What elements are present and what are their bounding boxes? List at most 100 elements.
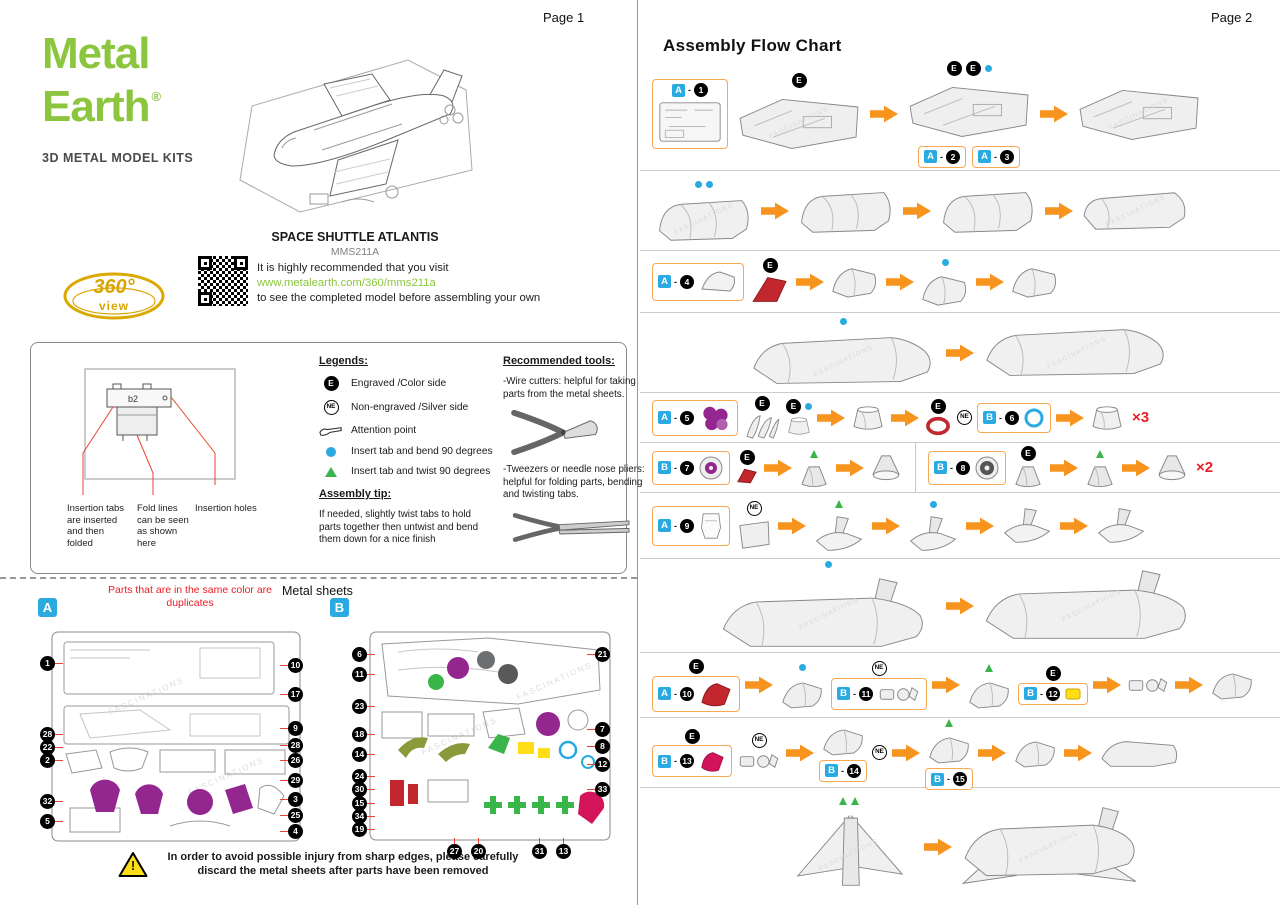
sub-badges: B-15	[925, 768, 973, 790]
part-badge-box: A-2	[918, 145, 966, 168]
safety-warning-text: In order to avoid possible injury from s…	[167, 851, 519, 877]
part-drawing-yellow	[1064, 687, 1082, 701]
view-label: view	[98, 299, 129, 313]
metal-sheets-heading: Metal sheets	[282, 584, 353, 598]
flow-arrow	[1093, 676, 1121, 694]
badge-dash: -	[674, 462, 677, 473]
part-b2-label: b2	[128, 394, 139, 404]
badged-part: A-9	[652, 505, 730, 546]
badge-dash: -	[999, 412, 1002, 423]
flow-part: FASCINATIONS	[979, 565, 1204, 647]
part-badge: B-14	[825, 763, 861, 778]
flow-part	[1011, 736, 1059, 770]
part-badge: A-10	[658, 686, 694, 701]
assembly-tip-title: Assembly tip:	[319, 488, 392, 500]
part-number: 3	[1000, 149, 1014, 164]
part-number: 6	[1005, 410, 1019, 425]
sheet-letter: B	[931, 772, 944, 786]
360-note-line1: It is highly recommended that you visit	[257, 262, 449, 274]
part-number-circle: 4	[280, 824, 303, 839]
part-number: 12	[1046, 686, 1060, 701]
part-number: 15	[953, 772, 967, 786]
part-number-circle: 2	[40, 753, 63, 768]
badge-dash: -	[674, 276, 677, 287]
flow-arrow	[978, 744, 1006, 762]
flow-part	[1126, 673, 1170, 697]
flow-arrow	[836, 459, 864, 477]
part-number-circle: 26	[280, 753, 303, 768]
part-badge: B-6	[983, 410, 1019, 425]
part-number-circle: 10	[280, 658, 303, 673]
qr-finder-icon	[198, 292, 212, 306]
flow-arrow	[764, 459, 792, 477]
part-number-circle: 11	[352, 667, 375, 682]
360-badge-ring	[63, 272, 165, 320]
part-drawing-engine	[1155, 453, 1189, 482]
flow-part	[1093, 505, 1149, 547]
part-number-circle: 22	[40, 740, 63, 755]
safety-warning: ! In order to avoid possible injury from…	[118, 850, 528, 878]
legend-column: Legends: E Engraved /Color side NE Non-e…	[319, 355, 493, 547]
part-drawing-graypart	[925, 732, 973, 766]
part-drawing-enginehalf	[1011, 463, 1045, 490]
badged-part: B-7	[652, 450, 730, 485]
flow-part: FASCINATIONS	[1078, 187, 1194, 235]
sheet-a-label: A	[38, 598, 57, 617]
non-engraved-marker: NE	[957, 410, 972, 425]
flow-arrow	[1045, 202, 1073, 220]
flow-arrow	[903, 202, 931, 220]
part-number-circle: 29	[280, 773, 303, 788]
flow-part	[1089, 404, 1125, 432]
row-divider	[915, 443, 916, 492]
bend-tab-dot	[805, 402, 812, 410]
part-drawing-nosecone	[829, 263, 881, 301]
marker-strip: E	[739, 449, 755, 465]
part-drawing-nose	[698, 267, 738, 297]
part-number-circle: 12	[587, 757, 610, 772]
flow-arrow	[923, 838, 952, 856]
marker-strip: E	[930, 398, 946, 414]
part-drawing-wings	[779, 810, 919, 900]
product-code: MMS211A	[330, 246, 380, 258]
part-drawing-cone	[850, 404, 886, 432]
badge-dash: -	[674, 520, 677, 531]
warning-exclamation: !	[130, 857, 136, 873]
part-drawing-smalls	[1126, 673, 1170, 697]
engraved-marker: E	[946, 61, 962, 76]
flow-arrow	[786, 744, 814, 762]
part-drawing-sheet	[658, 99, 722, 145]
tools-title: Recommended tools:	[503, 355, 615, 367]
part-badge-box: B-14	[819, 759, 867, 782]
part-number-circle: 1	[40, 656, 63, 671]
part-drawing-tailpart	[999, 505, 1055, 547]
non-engraved-marker-icon: NE	[323, 400, 339, 415]
tools-column: Recommended tools: -Wire cutters: helpfu…	[503, 355, 657, 553]
part-number: 14	[847, 763, 861, 778]
part-number-circle: 7	[587, 722, 610, 737]
page-divider	[637, 0, 638, 905]
flow-arrow	[966, 517, 994, 535]
flow-part	[1208, 668, 1256, 702]
duplicates-note: Parts that are in the same color are dup…	[108, 584, 272, 609]
badged-part: A-5	[652, 399, 738, 436]
non-engraved-marker: NE	[751, 732, 767, 748]
sheet-letter: A	[672, 83, 685, 97]
section-divider	[0, 577, 637, 579]
part-badge-box: B-11	[831, 677, 927, 710]
part-number: 8	[956, 460, 970, 475]
part-number-circle: 8	[587, 739, 610, 754]
flow-part: NE	[735, 501, 773, 551]
part-number-circle: 15	[352, 796, 375, 811]
part-number: 11	[859, 686, 873, 701]
legend-item-non-engraved: NE Non-engraved /Silver side	[319, 400, 493, 415]
part-drawing-panel	[1073, 81, 1205, 147]
marker-strip	[941, 254, 949, 270]
product-title: SPACE SHUTTLE ATLANTIS	[271, 230, 439, 244]
part-number-circle: 33	[587, 782, 610, 797]
part-badge-box: B-6	[977, 402, 1051, 433]
sheet-letter: B	[1024, 687, 1037, 700]
